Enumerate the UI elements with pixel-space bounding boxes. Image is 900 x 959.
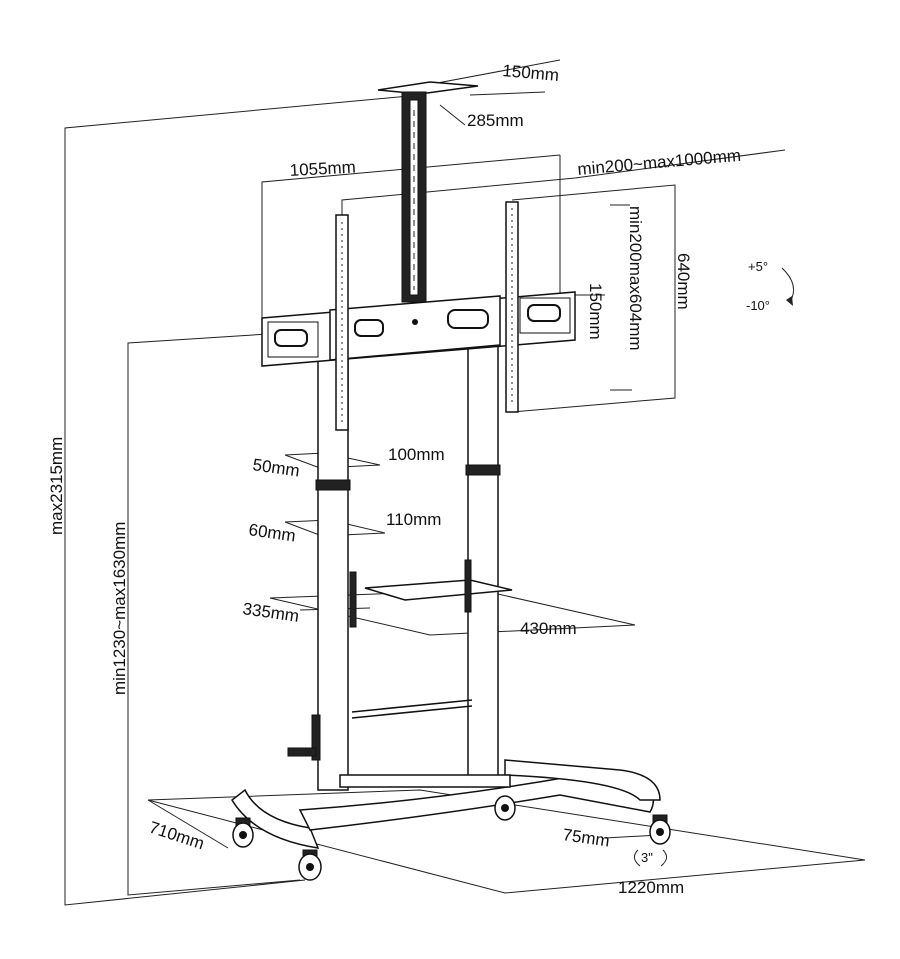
label-caster-size-mm: 75mm: [561, 825, 610, 850]
ceiling-mount: [377, 81, 479, 303]
rolling-base: [231, 759, 671, 881]
label-top-plate-width: 285mm: [467, 111, 524, 130]
label-overall-width: 1055mm: [289, 158, 356, 180]
equipment-shelf: [349, 559, 513, 628]
caster-rear-left: [494, 795, 516, 821]
caster-front-right: [298, 849, 322, 881]
label-bracket-height: 640mm: [674, 253, 693, 310]
label-base-depth: 710mm: [147, 818, 207, 854]
dimension-lines: [64, 59, 866, 906]
vesa-bracket: [261, 201, 576, 431]
label-caster-size-in: 3": [641, 850, 653, 865]
label-arm-offset: 150mm: [586, 283, 605, 340]
label-shelf-width: 430mm: [520, 619, 577, 638]
label-clamp-upper-depth: 50mm: [251, 455, 300, 480]
label-tilt-up: +5°: [748, 259, 768, 274]
caster-front-left: [232, 817, 254, 848]
label-base-width: 1220mm: [618, 878, 684, 897]
upright-poles: [287, 309, 501, 791]
label-mount-height-range: min1230~max1630mm: [110, 522, 129, 695]
label-vesa-horizontal: min200~max1000mm: [577, 146, 742, 179]
label-tilt-down: -10°: [746, 298, 770, 313]
label-clamp-lower-width: 110mm: [386, 510, 441, 529]
label-clamp-upper-width: 100mm: [388, 445, 445, 464]
label-vesa-vertical: min200max604mm: [626, 206, 645, 351]
caster-rear-right: [649, 814, 671, 845]
label-max-height: max2315mm: [47, 437, 66, 535]
dimension-labels: 150mm 285mm 1055mm min200~max1000mm min2…: [47, 61, 770, 897]
label-top-plate-depth: 150mm: [502, 61, 560, 85]
